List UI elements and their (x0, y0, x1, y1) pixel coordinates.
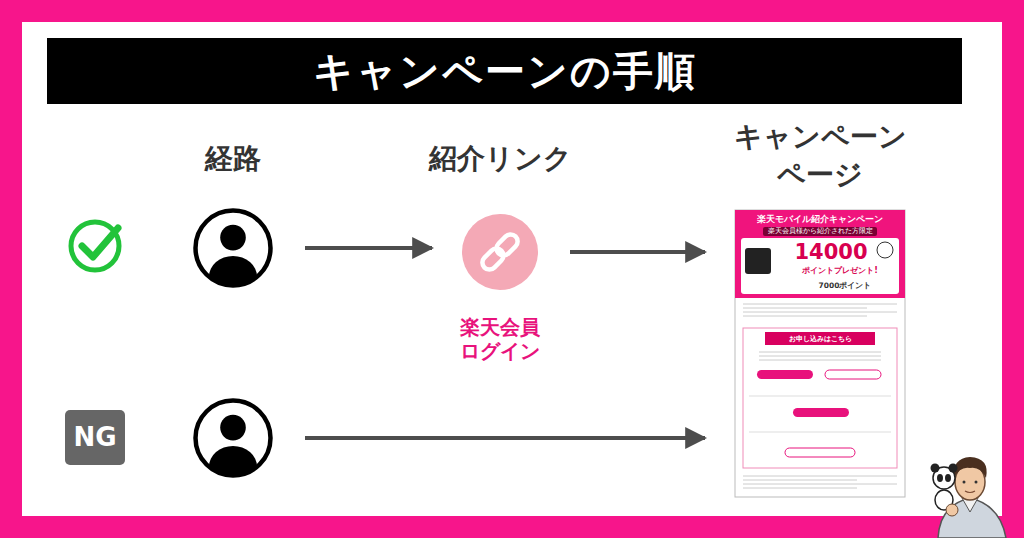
points-sub: 7000ポイント (795, 281, 895, 291)
user-shoulders (209, 256, 257, 298)
page-frame (735, 210, 905, 497)
user-outline (193, 398, 273, 478)
character-eye (963, 481, 966, 484)
ng-badge: NG (65, 410, 125, 465)
panda-ear (931, 464, 940, 473)
route-user-icon: 経路 (193, 208, 273, 288)
fine-text-line (759, 352, 881, 353)
referral-link-icon: 紹介リンク楽天会員ログイン (462, 214, 538, 290)
check-mark (82, 228, 118, 257)
points-caption: ポイントプレゼント! (785, 266, 895, 276)
column-header: キャンペーン ページ (720, 118, 920, 194)
divider (749, 396, 891, 397)
panda-mark (877, 242, 893, 258)
chain-link (494, 231, 521, 258)
fine-text-line (743, 308, 867, 309)
fine-text-line (743, 312, 897, 313)
page-button (785, 448, 855, 457)
flow-arrow (570, 250, 705, 254)
column-header: 経路 (133, 140, 333, 178)
user-outline (193, 208, 273, 288)
banner-card (741, 238, 899, 294)
apply-bar (765, 332, 875, 345)
fine-text-line (743, 480, 857, 481)
check-icon (71, 222, 119, 270)
page-subheading: 楽天会員様から紹介された方限定 (763, 227, 877, 236)
panda-eye (945, 474, 951, 482)
fine-text-line (743, 488, 857, 489)
check-circle (71, 222, 119, 270)
user-figure (209, 415, 257, 488)
divider (749, 432, 891, 433)
page-button (793, 408, 849, 417)
badge (745, 248, 771, 274)
page-banner (735, 210, 905, 298)
fine-text-line (743, 476, 897, 477)
user-shoulders (209, 446, 257, 488)
login-note: 楽天会員ログイン (455, 315, 545, 363)
character-eye (975, 481, 978, 484)
character-hand (946, 504, 958, 516)
title-bar: キャンペーンの手順 (47, 38, 962, 104)
column-header: 紹介リンク (400, 140, 600, 178)
fine-text-line (743, 316, 867, 317)
fine-text-line (743, 484, 897, 485)
link-symbol (479, 231, 520, 272)
character-illustration (931, 457, 1007, 538)
page-button (757, 370, 813, 379)
diagram-title: キャンペーンの手順 (313, 44, 697, 99)
route-user-icon (193, 398, 273, 478)
character-hair (954, 457, 987, 478)
points-number: 14000 (791, 240, 871, 265)
page-heading: 楽天モバイル紹介キャンペーン (737, 214, 903, 225)
fine-text-line (743, 304, 897, 305)
character-mouth (965, 491, 975, 493)
fine-text-line (759, 360, 881, 361)
chain-link (479, 246, 506, 273)
panda-eye (937, 474, 943, 482)
flow-arrow (305, 436, 705, 440)
link-outline (462, 214, 538, 290)
ng-box (65, 410, 125, 465)
campaign-page-screenshot: キャンペーン ページ楽天モバイル紹介キャンペーン楽天会員様から紹介された方限定1… (735, 210, 905, 497)
link-circle (462, 214, 538, 290)
apply-box (743, 328, 897, 468)
user-figure (209, 225, 257, 298)
page-button (825, 370, 881, 379)
panda-ear (949, 464, 958, 473)
flow-arrow (305, 246, 432, 250)
fine-text-line (759, 356, 881, 357)
ng-label: NG (65, 422, 125, 453)
user-head (220, 415, 246, 441)
user-head (220, 225, 246, 251)
apply-heading: お申し込みはこちら (770, 334, 870, 344)
